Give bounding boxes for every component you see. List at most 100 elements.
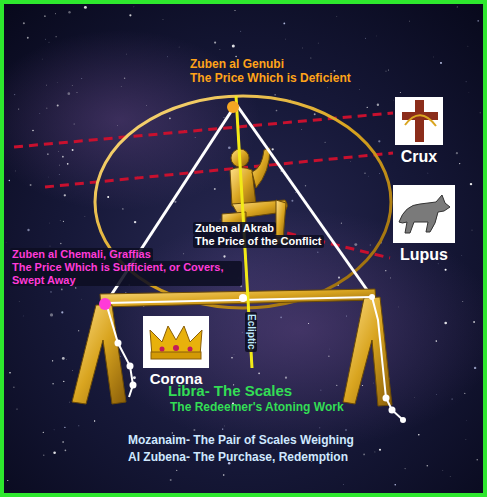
star [274,94,275,95]
star [174,201,176,203]
star [58,151,60,153]
star [467,45,469,47]
star [44,15,46,17]
star [194,137,196,139]
star [27,37,29,39]
star [427,172,429,174]
star [310,57,312,59]
star [466,420,468,422]
star [56,82,58,84]
star [76,92,78,94]
star [48,41,50,43]
star [133,6,135,8]
star [470,183,472,185]
star [65,449,67,451]
star [67,163,69,165]
star [219,49,221,51]
star [67,92,70,95]
star [52,383,54,385]
lupus-box: Lupus [393,185,455,243]
star [241,331,243,333]
star [418,434,420,436]
star [59,164,61,166]
star [378,140,380,142]
constellation-name: Lupus [400,246,448,264]
star [178,46,180,48]
star [146,105,148,107]
star [394,484,395,485]
star [459,163,460,164]
star [336,385,337,386]
star [346,315,348,317]
star [222,428,223,429]
star [388,69,389,70]
star [452,398,453,399]
star [45,84,47,86]
star [72,370,74,372]
crux-box: Crux [395,97,443,145]
star [393,99,395,101]
constellation-lines [106,297,403,420]
star [193,429,195,431]
star [223,255,225,257]
star [319,427,320,428]
beam-line [106,297,372,303]
star [240,30,242,32]
star [228,146,231,149]
star [462,301,464,303]
star [22,315,24,317]
star [349,160,351,162]
star [49,245,51,247]
star [233,354,235,356]
star [301,128,303,130]
star [41,58,43,60]
star [377,104,379,106]
star [363,454,365,456]
hebrew-name: Mozanaim- The Pair of Scales Weighing [128,434,354,448]
star [436,340,438,342]
star [18,301,20,303]
star [48,176,50,178]
star [480,112,481,113]
star [461,255,463,257]
star [39,113,41,115]
star [280,316,282,318]
star [456,6,458,8]
star [214,188,216,190]
stars-dots [115,294,407,423]
star [440,62,442,64]
star [365,37,367,39]
star [325,142,326,143]
star [61,311,63,313]
star [219,218,221,220]
star [223,474,225,476]
star [376,35,378,37]
ecliptic-label: Ecliptic [246,312,258,352]
star [385,70,387,72]
corona-picture [143,316,209,368]
star [476,459,477,460]
star [66,358,68,360]
star [359,89,361,91]
star [456,152,458,154]
star [16,408,17,409]
stars [6,6,481,485]
star [468,91,470,93]
star [283,23,285,25]
star [53,429,55,431]
star [27,229,29,231]
star [471,229,473,231]
star [368,175,370,177]
star [409,20,411,22]
star [477,20,479,22]
star [343,484,345,486]
star [162,18,164,20]
star [81,78,83,80]
star [84,216,86,218]
star [314,113,316,115]
star [362,385,363,386]
star [30,184,32,186]
star [414,396,416,398]
star [276,110,278,112]
